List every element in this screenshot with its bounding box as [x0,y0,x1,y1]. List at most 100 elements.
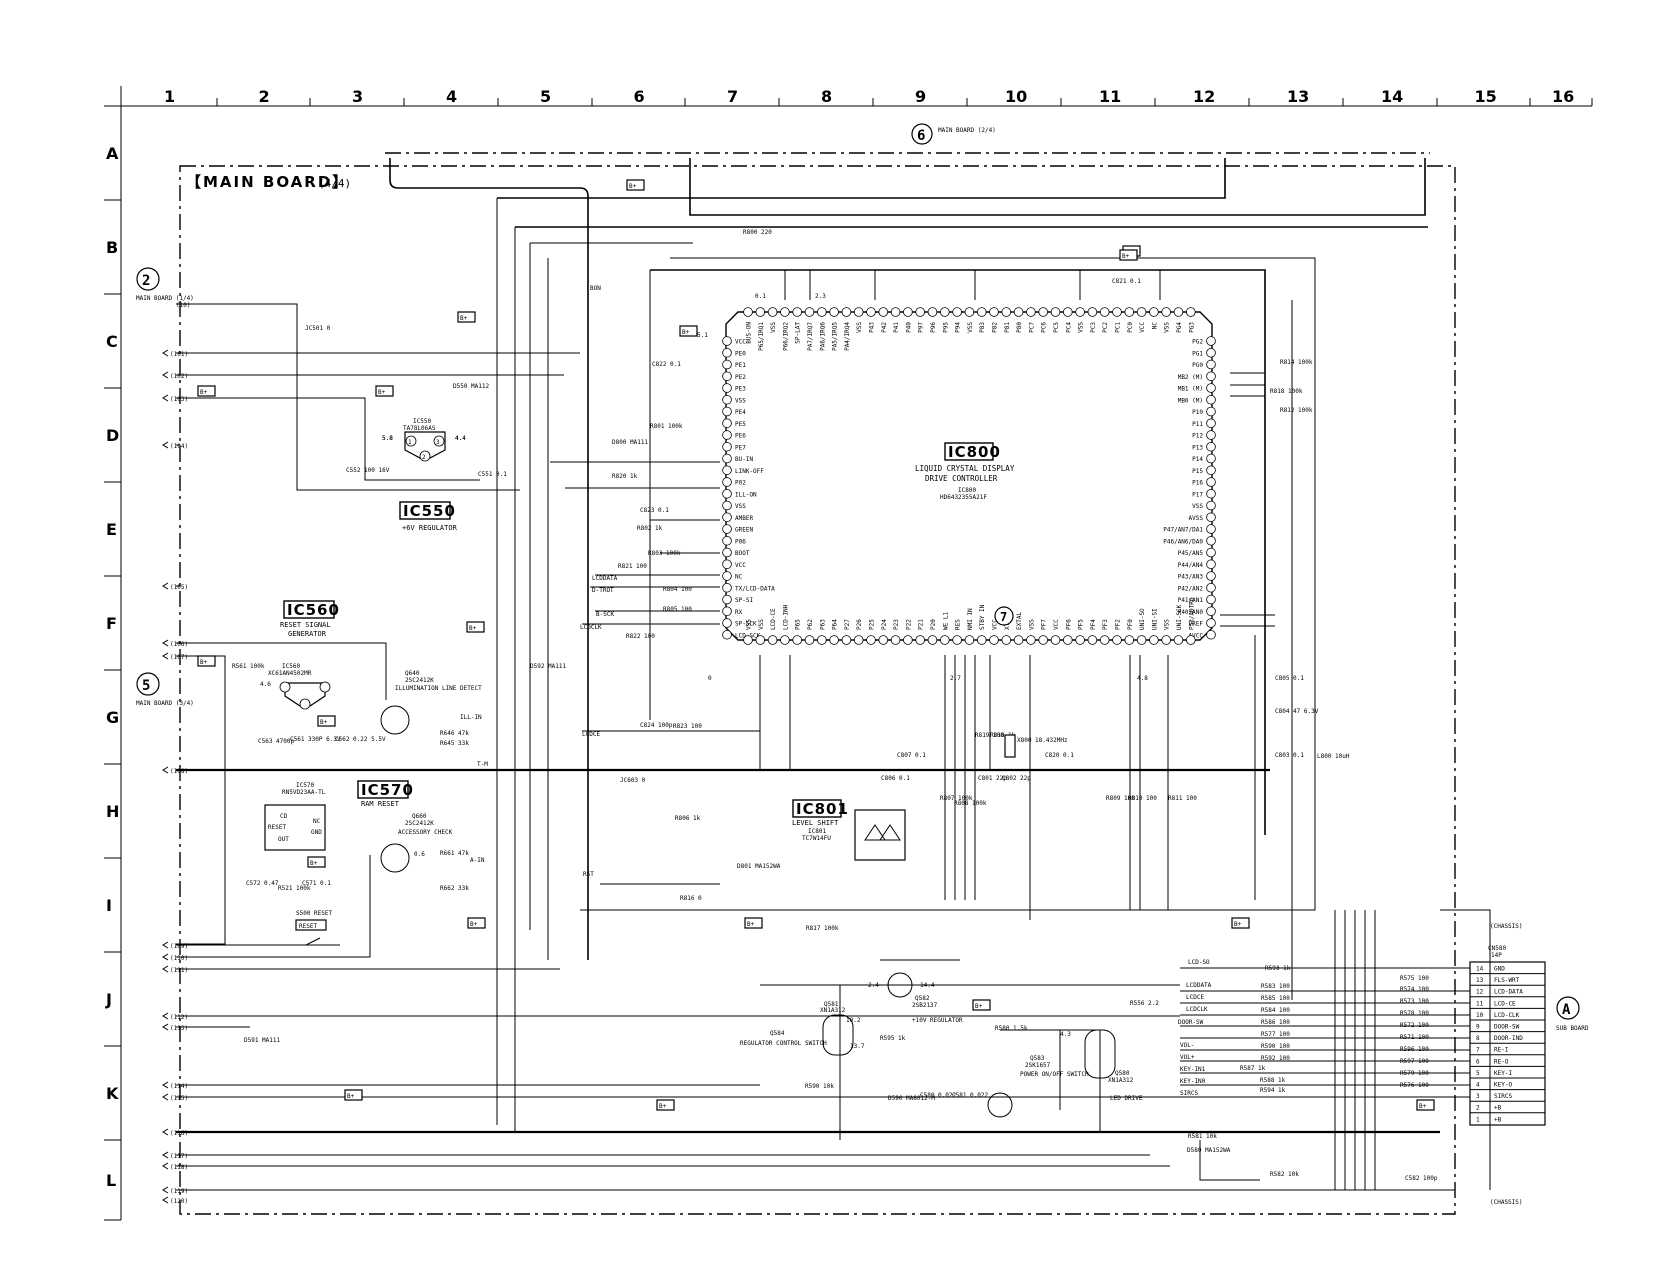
ic560-ref: IC560 [282,663,300,670]
ic800-pin [866,635,876,645]
conn5-pin-111: (111) [170,967,188,974]
conn5-pin-114: (114) [170,1083,188,1090]
ic800-pin [1206,559,1216,570]
ic800-pin-label: P10 [1192,409,1203,416]
ic800-pin-label: P47/AN7/DA1 [1163,527,1203,534]
connector-6-label: MAIN BOARD (2/4) [938,127,996,134]
voltage-label: 2.7 [950,675,961,682]
ic800-pin-label: PG0 [1192,362,1203,369]
marker-7-label: 7 [1000,610,1007,624]
diode-label: D800 MA111 [612,439,649,446]
capacitor-label: C552 100 16V [346,467,390,474]
ic570-pin-nc: NC [313,818,321,825]
cn580-pin-name: GND [1494,966,1505,973]
voltage-label: 0 [708,675,712,682]
ic570-pin-out: OUT [278,836,289,843]
ic800-pin-label: P22 [905,619,912,630]
conn5-pin-113: (113) [170,1025,188,1032]
cn580-pin-num: 1 [1476,1116,1480,1123]
misc-label: JC501 0 [305,325,331,332]
resistor-label: R819 100 [975,732,1004,739]
ic800-pin [722,465,732,476]
net-ill-in: ILL-IN [460,714,482,721]
resistor-label: R579 100 [1400,1070,1429,1077]
ic560-part: XC61AN4502MR [268,670,312,677]
ic800-pin-label: PE3 [735,386,746,393]
ic570-desc: RAM RESET [361,800,400,808]
diode-label: D591 MA111 [244,1037,281,1044]
ic800-pin-label: VSS [735,397,746,404]
resistor-label: R592 100 [1261,1055,1290,1062]
conn5-pin-108: (108) [170,768,188,775]
ic800-pin [1206,383,1216,393]
ic570-ref: IC570 [296,782,314,789]
conn5-arrow [162,349,169,357]
conn5-pin-119: (119) [170,1188,188,1195]
resistor-label: R561 100k [232,663,265,670]
ic800-pin [1075,307,1085,317]
ic800-pin-label: P12 [1192,433,1203,440]
ic800-pin-label: VSS [1164,619,1171,630]
capacitor-label: C572 0.47 [246,880,279,887]
ic800-pin [1206,500,1216,511]
ic800-pin [816,635,827,645]
chassis-top: (CHASSIS) [1490,923,1523,930]
ic800-pin-label: PF7 [1041,619,1048,630]
resistor-label: R590 100 [1261,1043,1290,1050]
cn580-pin-name: DOOR-SW [1494,1024,1520,1031]
ic560-reset-generator: IC560 RESET SIGNAL GENERATOR IC560 XC61A… [268,600,339,710]
cn580-pin-name: KEY-I [1494,1070,1512,1077]
bplus-label: B+ [469,625,477,632]
col-label-2: 2 [259,87,270,106]
ic800-pin-label: MB0 (M) [1178,397,1203,404]
ic800-pin [804,635,815,645]
ic800-pin-label: AVSS [1189,515,1204,522]
bplus-tag [744,917,763,929]
ic800-pin [1136,307,1147,317]
resistor-label: R803 100k [648,550,681,557]
resistor-label: R578 100 [1400,1010,1429,1017]
ic800-pin-label: P46/AN6/DA0 [1163,538,1203,545]
chassis-bottom: (CHASSIS) [1490,1199,1523,1206]
ic800-pin [1206,430,1216,440]
ic800-pin-label: PE5 [735,421,746,428]
resistor-label: R809 100 [1106,795,1135,802]
voltage-label: 4.6 [260,681,271,688]
ic800-pin-label: P94 [955,322,962,333]
ic800-pin [722,347,732,358]
bplus-tag [317,715,336,727]
resistor-label: R593 1k [1265,965,1291,972]
bplus-tag [457,311,476,323]
conn5-arrow [162,1186,169,1194]
resistor-label: R818 100k [1270,388,1303,395]
ic800-pin-label: P53/ADTRG [1188,597,1195,630]
ic800-pin [1206,347,1216,358]
ic800-pin-label: VSS [770,322,777,333]
bplus-label: B+ [347,1093,355,1100]
cn580-pin-name: DOOR-IND [1494,1035,1523,1042]
ic800-pin [743,307,753,317]
ic800-pin-label: VSS [1192,503,1203,510]
q660-desc: ACCESSORY CHECK [398,829,453,836]
col-label-11: 11 [1099,87,1121,106]
ic800-desc1: LIQUID CRYSTAL DISPLAY [915,464,1015,473]
cn580-ref: CN580 [1488,945,1506,952]
ic800-pin-label: P43 [869,322,876,333]
ic800-pin-label: PF3 [1102,619,1109,630]
ic800-pin [890,307,901,317]
ic800-pin-label: P11 [1192,421,1203,428]
ic800-pin-label: PC5 [1053,322,1060,333]
ic800-pin [1206,371,1216,382]
q582-ref: Q582 [915,995,930,1002]
col-label-6: 6 [634,87,645,106]
ic800-pin-label: RES [955,619,962,630]
ic800-pin [976,635,987,645]
row-label-H: H [106,802,119,821]
ic800-pin-label: P80 [1016,322,1023,333]
resistor-label: R807 100k [940,795,973,802]
ic800-pin [1149,307,1159,317]
voltage-label: 4.8 [1137,675,1148,682]
ic800-pin [1206,582,1216,593]
resistor-label: R821 100 [618,563,647,570]
ic800-pin [1206,394,1216,405]
